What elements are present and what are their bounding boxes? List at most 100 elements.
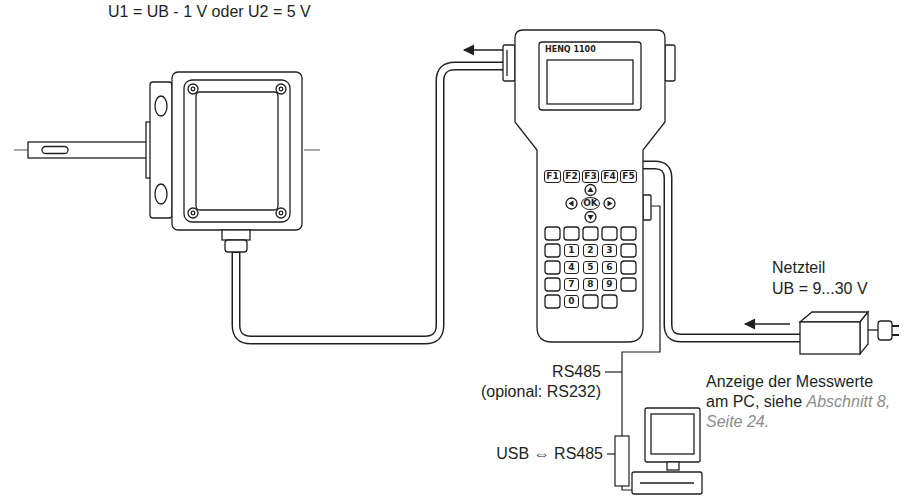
supply-front bbox=[800, 322, 860, 354]
cable-outline bbox=[236, 66, 503, 340]
keypad-key: 7 bbox=[564, 278, 579, 291]
key-label: 1 bbox=[568, 246, 574, 255]
blank-key bbox=[583, 227, 598, 240]
arrow-symbol bbox=[569, 201, 574, 207]
cover-screw bbox=[188, 84, 198, 94]
key-label: 6 bbox=[606, 263, 612, 272]
supply-voltage: UB = 9...30 V bbox=[772, 279, 868, 299]
key-label: F2 bbox=[565, 172, 577, 181]
arrow-key bbox=[566, 198, 577, 209]
plug-cord bbox=[868, 329, 878, 330]
flange-hole bbox=[155, 184, 167, 204]
pc-base bbox=[632, 472, 702, 494]
rs485-port bbox=[643, 195, 651, 220]
sensor-connector bbox=[503, 45, 515, 81]
blank-key bbox=[602, 227, 617, 240]
signal-arrow bbox=[464, 49, 505, 51]
interface-option: (opional: RS232) bbox=[481, 382, 601, 402]
keypad-key: 8 bbox=[583, 278, 598, 291]
note-block: Anzeige der Messwerte am PC, sieheAbschn… bbox=[706, 372, 892, 432]
flange-hole bbox=[155, 96, 167, 116]
blank-key bbox=[545, 278, 560, 291]
cover-screw bbox=[276, 84, 286, 94]
cable-gland-nut bbox=[222, 230, 250, 240]
cover-screw bbox=[276, 208, 286, 218]
sensor-cable bbox=[236, 66, 503, 340]
housing-cover bbox=[184, 80, 290, 222]
keypad-key: 1 bbox=[564, 244, 579, 257]
arrow-symbol bbox=[569, 187, 613, 220]
keypad-key: F3 bbox=[582, 170, 599, 183]
keypad-key: 3 bbox=[602, 244, 617, 257]
keypad-key: F1 bbox=[544, 170, 561, 183]
key-label: 4 bbox=[568, 263, 574, 272]
keypad-key: 6 bbox=[602, 261, 617, 274]
power-supply-label: Netzteil bbox=[772, 258, 825, 278]
blank-key bbox=[545, 227, 560, 240]
arrow-symbol bbox=[588, 215, 594, 220]
converter-label: USB ⇔ RS485 bbox=[496, 444, 603, 464]
arrow-symbol bbox=[588, 187, 594, 192]
keypad-key: 4 bbox=[564, 261, 579, 274]
blank-key bbox=[621, 244, 636, 257]
screw-head bbox=[279, 87, 283, 91]
handheld-device: HENQ 1100F1F2F3F4F5OK1234567890 bbox=[515, 30, 665, 342]
keypad-key: F2 bbox=[563, 170, 580, 183]
display bbox=[547, 60, 633, 104]
blank-key bbox=[564, 227, 579, 240]
keyway bbox=[42, 147, 68, 154]
cable-core bbox=[236, 66, 503, 340]
usb-line bbox=[622, 486, 632, 490]
key-label: 7 bbox=[568, 280, 574, 289]
arrow-key bbox=[585, 185, 596, 196]
plug-pin bbox=[892, 325, 899, 327]
key-label: 5 bbox=[587, 263, 593, 272]
blank-key bbox=[602, 295, 617, 308]
interface-label: RS485 bbox=[552, 362, 601, 382]
keypad-key: 2 bbox=[583, 244, 598, 257]
device-outline bbox=[515, 30, 665, 342]
side-connector bbox=[665, 45, 675, 81]
arrow-symbol bbox=[608, 201, 613, 207]
screw-head bbox=[191, 211, 195, 215]
keypad-key: F5 bbox=[620, 170, 637, 183]
monitor bbox=[645, 408, 700, 462]
keypad-key: OK bbox=[581, 197, 600, 210]
cable-core bbox=[642, 165, 801, 338]
drive-slot bbox=[640, 482, 694, 483]
key-label: F3 bbox=[584, 172, 596, 181]
leader-line bbox=[605, 371, 622, 372]
voltage-note: U1 = UB - 1 V oder U2 = 5 V bbox=[108, 2, 311, 22]
flange bbox=[150, 82, 172, 218]
key-label: 2 bbox=[587, 246, 593, 255]
shaft bbox=[28, 142, 152, 158]
sensor-housing bbox=[172, 72, 302, 230]
arrow-key bbox=[585, 212, 596, 223]
cable-outline bbox=[643, 165, 800, 338]
sensor-illustration bbox=[14, 72, 320, 252]
device-housing bbox=[515, 30, 665, 342]
cable-gland bbox=[225, 240, 247, 252]
leader-line bbox=[607, 453, 615, 454]
screw-head bbox=[279, 211, 283, 215]
monitor-stand bbox=[667, 462, 679, 470]
keypad-key: 5 bbox=[583, 261, 598, 274]
key-label: 3 bbox=[606, 246, 612, 255]
key-label: 0 bbox=[568, 297, 574, 306]
monitor-screen bbox=[651, 414, 694, 454]
plug-pin bbox=[892, 334, 899, 336]
blank-key bbox=[621, 261, 636, 274]
blank-key bbox=[545, 295, 560, 308]
device-outline bbox=[503, 30, 675, 342]
blank-key bbox=[621, 227, 636, 240]
power-supply bbox=[800, 312, 899, 354]
power-arrow bbox=[745, 323, 790, 325]
blank-key bbox=[545, 227, 636, 308]
blank-key bbox=[583, 295, 598, 308]
supply-top bbox=[800, 312, 868, 322]
pc-illustration bbox=[632, 408, 702, 494]
key-label: F4 bbox=[603, 172, 615, 181]
key-label: 9 bbox=[606, 280, 612, 289]
connector-ridge bbox=[506, 50, 507, 76]
